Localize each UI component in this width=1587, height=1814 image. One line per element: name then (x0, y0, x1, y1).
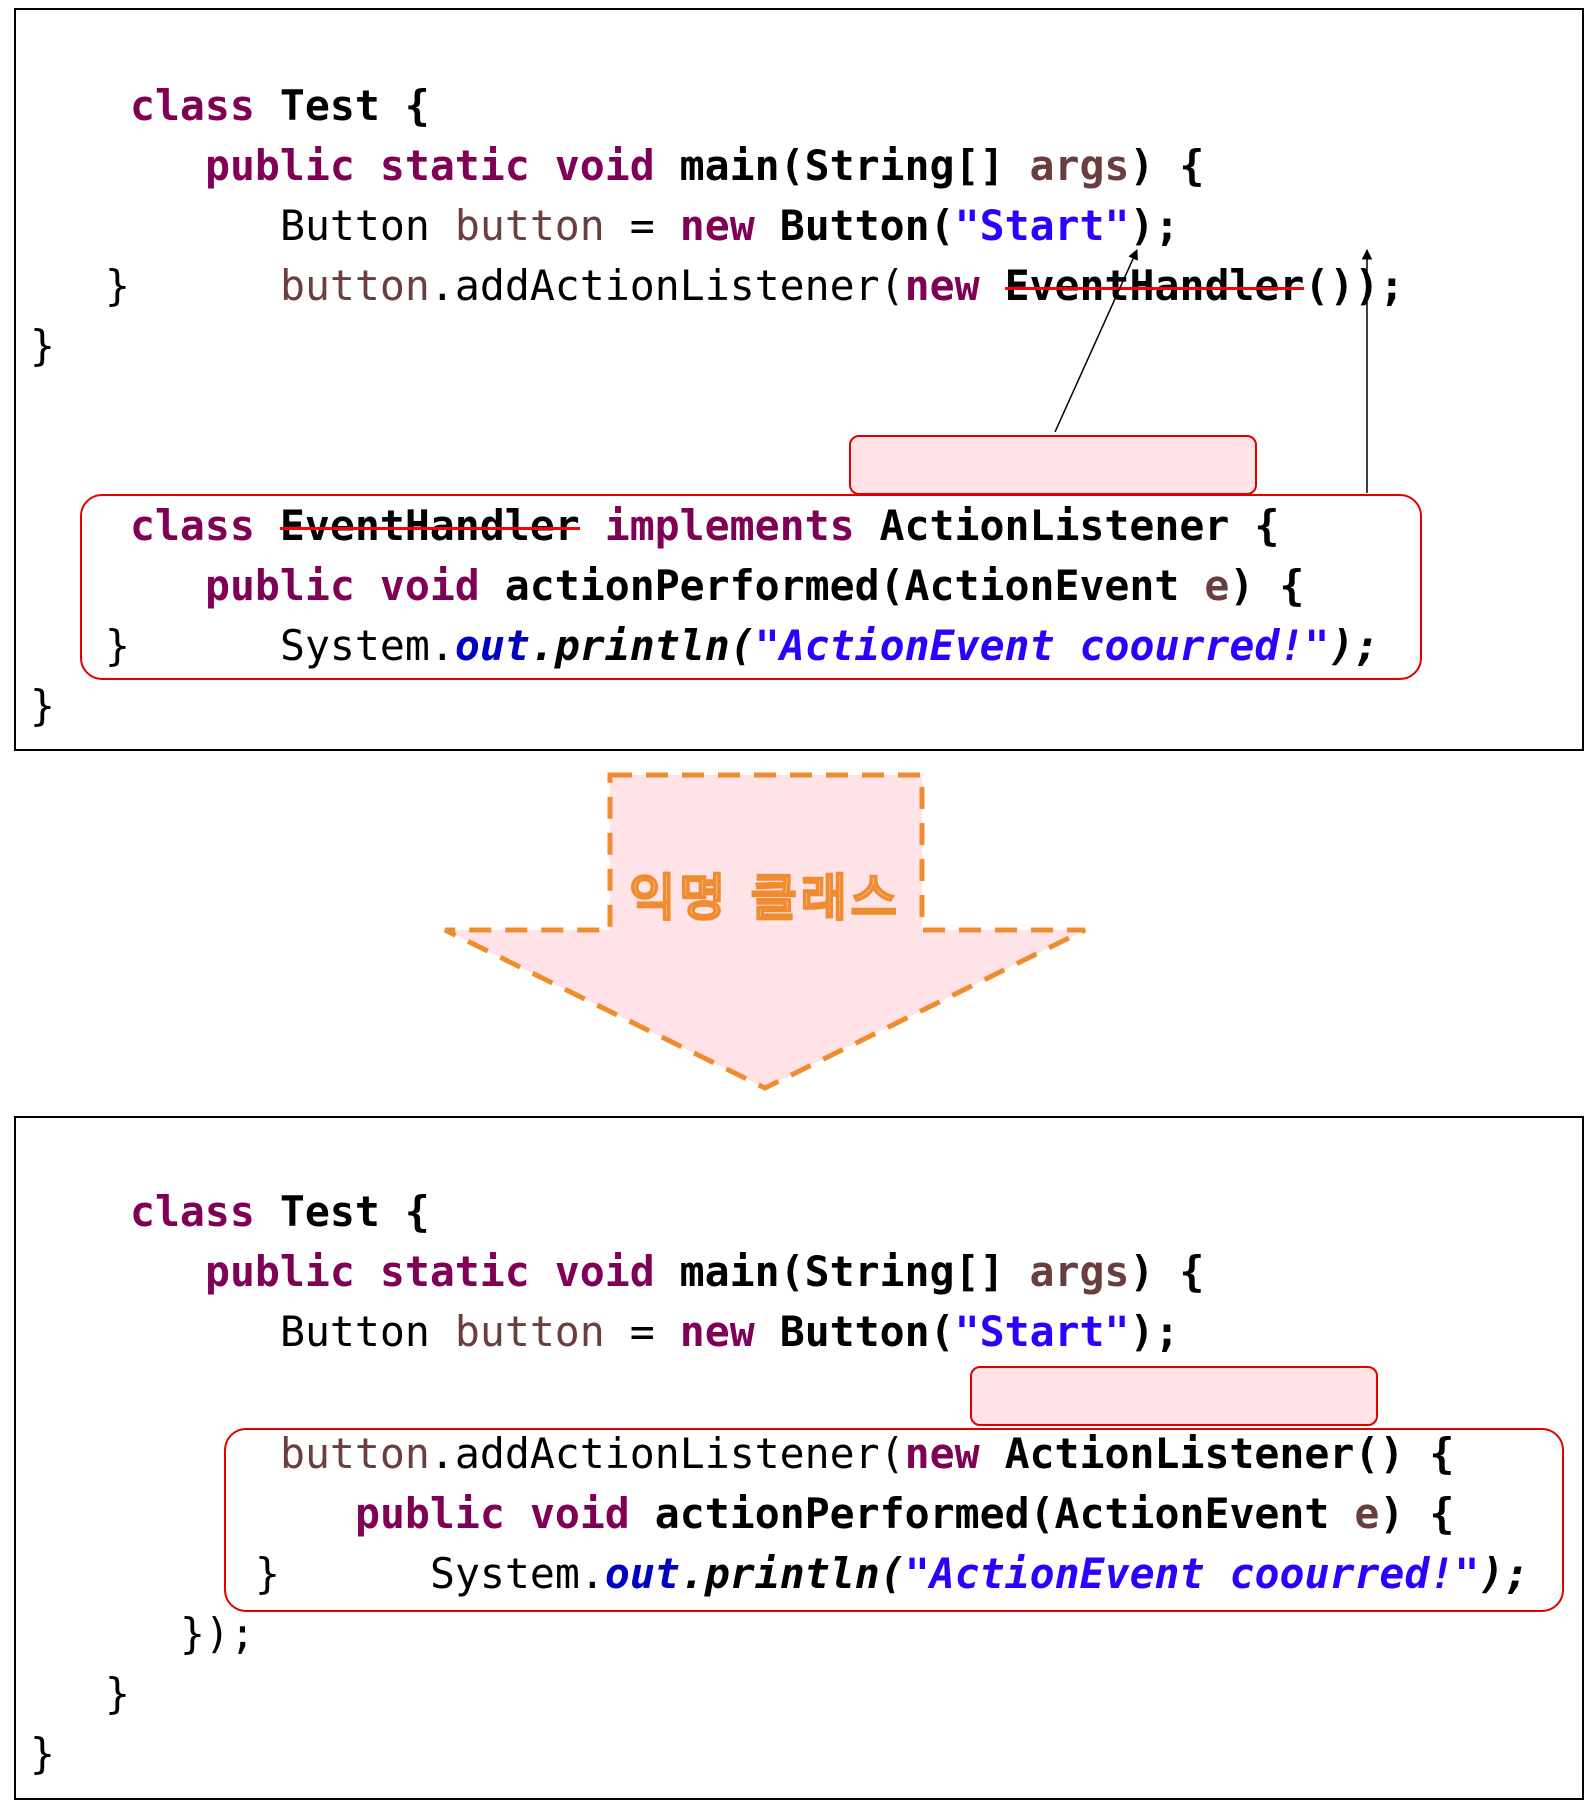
interface-name: ActionListener (879, 501, 1230, 550)
constructor: Button( (754, 201, 955, 250)
code-line: button.addActionListener(new EventHandle… (180, 196, 1404, 310)
connector-arrow (1054, 249, 1138, 433)
closing-brace: } (255, 1549, 280, 1598)
code-line: } (30, 316, 55, 376)
operator: = (604, 201, 680, 250)
keyword: public void (354, 1489, 630, 1538)
operator: = (604, 1307, 680, 1356)
closing-brace: } (30, 321, 55, 370)
struck-class-name: EventHandler (279, 501, 580, 550)
punctuation: ) { (1379, 1489, 1455, 1538)
closing-brace: } (105, 261, 130, 310)
code-line: button.addActionListener(new ActionListe… (180, 1364, 1454, 1478)
variable: button (279, 1429, 430, 1478)
method-block-highlight (224, 1428, 1564, 1612)
punctuation: { (1229, 501, 1280, 550)
method-call: .addActionListener( (429, 261, 905, 310)
closing-brace: } (30, 681, 55, 730)
variable: button (454, 201, 605, 250)
keyword: class (129, 501, 255, 550)
constructor: Button( (754, 1307, 955, 1356)
code-line: class Test { (30, 1122, 430, 1236)
code-line: } (30, 676, 55, 736)
punctuation: ) { (1129, 1247, 1205, 1296)
code-line: System.out.println("ActionEvent coourred… (180, 556, 1379, 670)
method-call: .println( (529, 621, 755, 670)
code-line: class EventHandler implements ActionList… (30, 436, 1279, 550)
parameter: args (1029, 1247, 1130, 1296)
code-line: Button button = new Button("Start"); (180, 136, 1180, 250)
keyword: public void (204, 561, 480, 610)
class-reference: System. (429, 1549, 605, 1598)
code-line: public static void main(String[] args) { (105, 1182, 1204, 1296)
code-line: } (105, 256, 130, 316)
action-listener-highlight (849, 435, 1257, 495)
method-call: .println( (679, 1549, 905, 1598)
punctuation: () { (1354, 1429, 1455, 1478)
code-panel-before (14, 8, 1584, 751)
parameter: e (1354, 1489, 1380, 1538)
method-signature: main(String[] (654, 141, 1030, 190)
keyword: class (129, 81, 255, 130)
string-literal: "Start" (954, 1307, 1130, 1356)
code-line: class Test { (30, 16, 430, 130)
method-block-highlight (80, 494, 1422, 680)
action-listener-highlight (970, 1366, 1378, 1426)
string-literal: "ActionEvent coourred!" (904, 1549, 1480, 1598)
parameter: e (1204, 561, 1230, 610)
keyword: implements (579, 501, 880, 550)
method-signature: actionPerformed(ActionEvent (629, 1489, 1355, 1538)
punctuation: ) { (1129, 141, 1205, 190)
type-name: Button (279, 201, 455, 250)
code-line: } (30, 1724, 55, 1784)
variable: button (279, 261, 430, 310)
parameter: args (1029, 141, 1130, 190)
variable: button (454, 1307, 605, 1356)
code-line: Button button = new Button("Start"); (180, 1242, 1180, 1356)
code-line: public static void main(String[] args) { (105, 76, 1204, 190)
code-line: public void actionPerformed(ActionEvent … (105, 496, 1304, 610)
type-name: Button (279, 1307, 455, 1356)
struck-class-name: EventHandler (1004, 261, 1305, 310)
code-line: } (255, 1544, 280, 1604)
interface-name: ActionListener (1004, 1429, 1355, 1478)
method-call: .addActionListener( (429, 1429, 905, 1478)
keyword: new (679, 201, 755, 250)
static-field: out (454, 621, 530, 670)
static-field: out (604, 1549, 680, 1598)
class-reference: System. (279, 621, 455, 670)
punctuation: ); (1479, 1549, 1530, 1598)
code-line: } (105, 616, 130, 676)
keyword: public static void (204, 1247, 655, 1296)
punctuation: ); (1129, 1307, 1180, 1356)
closing-brace: } (30, 1729, 55, 1778)
class-name: Test { (254, 81, 430, 130)
closing-brace: } (105, 621, 130, 670)
keyword: new (904, 261, 980, 310)
method-signature: actionPerformed(ActionEvent (479, 561, 1205, 610)
string-literal: "Start" (954, 201, 1130, 250)
class-name: Test { (254, 1187, 430, 1236)
punctuation: ()); (1304, 261, 1405, 310)
closing-brace: }); (180, 1609, 255, 1658)
code-line: System.out.println("ActionEvent coourred… (330, 1484, 1529, 1598)
punctuation: ); (1129, 201, 1180, 250)
keyword: new (679, 1307, 755, 1356)
code-line: } (105, 1664, 130, 1724)
keyword: class (129, 1187, 255, 1236)
punctuation: ) { (1229, 561, 1305, 610)
string-literal: "ActionEvent coourred!" (754, 621, 1330, 670)
arrow-label: 익명 클래스 (628, 868, 901, 928)
code-panel-after (14, 1116, 1584, 1800)
code-line: }); (180, 1604, 255, 1664)
punctuation: ); (1329, 621, 1380, 670)
keyword: public static void (204, 141, 655, 190)
closing-brace: } (105, 1669, 130, 1718)
down-arrow-icon (443, 772, 1087, 1091)
code-line: public void actionPerformed(ActionEvent … (255, 1424, 1454, 1538)
keyword: new (904, 1429, 980, 1478)
method-signature: main(String[] (654, 1247, 1030, 1296)
